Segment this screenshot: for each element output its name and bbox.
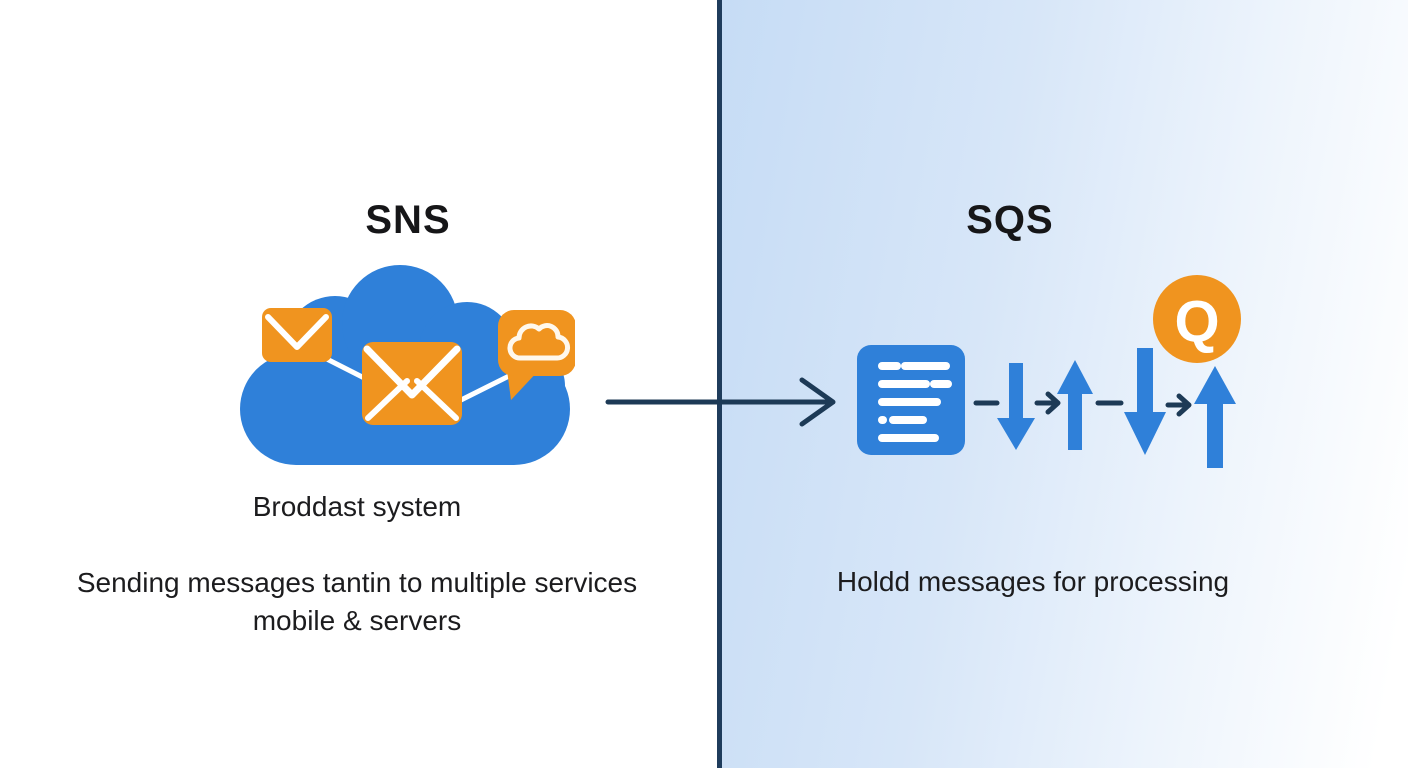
sns-description-line2: mobile & servers bbox=[252, 605, 462, 636]
sns-description: Sending messages tantin to multiple serv… bbox=[57, 564, 657, 640]
sns-title: SNS bbox=[365, 198, 451, 242]
cloud-envelopes-chat-icon bbox=[240, 265, 575, 465]
sqs-description: Holdd messages for processing bbox=[836, 566, 1230, 597]
message-list-icon bbox=[857, 345, 965, 455]
flow-right-arrow-icon bbox=[605, 377, 836, 427]
queue-up-down-arrows bbox=[997, 348, 1236, 468]
queue-flow-arrows bbox=[973, 391, 1192, 417]
queue-badge-letter: Q bbox=[1174, 290, 1219, 355]
queue-badge-icon: Q bbox=[1153, 275, 1241, 363]
large-envelope-icon bbox=[362, 342, 462, 425]
sns-caption: Broddast system bbox=[252, 491, 462, 522]
sqs-title: SQS bbox=[966, 198, 1054, 242]
chat-bubble-icon bbox=[498, 310, 575, 400]
panel-divider-line bbox=[717, 0, 722, 768]
small-envelope-icon bbox=[262, 308, 332, 362]
sns-description-line1: Sending messages tantin to multiple serv… bbox=[76, 567, 638, 598]
message-queue-icon: Q bbox=[857, 275, 1241, 468]
